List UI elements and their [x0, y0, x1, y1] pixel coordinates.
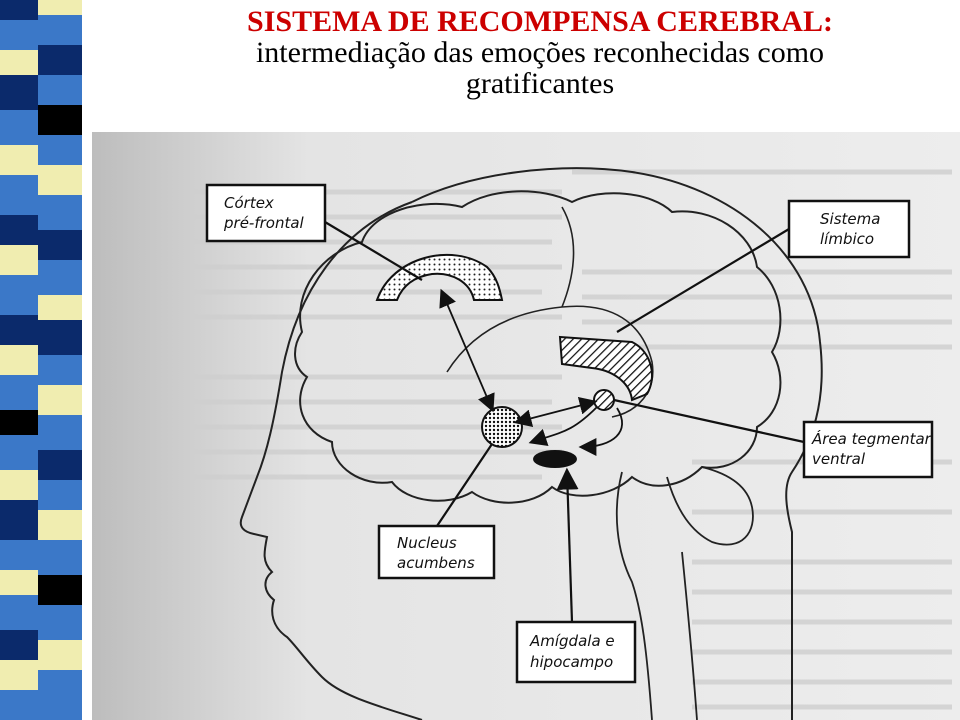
label-amygdala-line1: Amígdala e — [529, 632, 615, 650]
arrow-vta-nucleus — [513, 396, 598, 428]
arrow-nucleus-cortex — [439, 288, 495, 413]
brainstem-right — [681, 551, 698, 720]
slide-title: SISTEMA DE RECOMPENSA CEREBRAL: intermed… — [140, 6, 940, 100]
label-nucleus-line1: Nucleus — [397, 534, 457, 552]
nucleus-accumbens-circle — [481, 406, 523, 448]
leader-limbic — [616, 228, 790, 333]
brain-outline — [294, 190, 782, 504]
amygdala-ellipse — [533, 450, 577, 468]
stripe-column-right — [38, 0, 82, 720]
label-vta: Área tegmentar ventral — [802, 420, 934, 479]
leader-cortex — [324, 221, 423, 281]
arrow-vta-amygdala-2 — [578, 407, 623, 456]
label-cortex-line2: pré-frontal — [223, 214, 305, 232]
label-limbic-line2: límbico — [820, 230, 874, 248]
title-line-3: gratificantes — [465, 67, 615, 101]
title-line-1: SISTEMA DE RECOMPENSA CEREBRAL: — [247, 5, 833, 38]
face-profile — [239, 201, 423, 720]
label-vta-line2: ventral — [812, 450, 866, 468]
label-cortex-line1: Córtex — [224, 194, 274, 212]
label-limbic-system: Sistema límbico — [787, 199, 911, 259]
label-nucleus-line2: acumbens — [397, 554, 475, 572]
label-nucleus-accumbens: Nucleus acumbens — [377, 524, 496, 580]
stripe-column-left — [0, 0, 44, 720]
brainstem-left — [615, 471, 653, 720]
cerebellum — [666, 466, 754, 546]
leader-amygdala — [556, 467, 579, 623]
limbic-hatched-shape — [558, 335, 653, 402]
brain-diagram-scan: Córtex pré-frontal Sistema límbico Área … — [92, 132, 960, 720]
label-amygdala-line2: hipocampo — [530, 653, 613, 671]
label-limbic-line1: Sistema — [820, 210, 880, 228]
label-vta-line1: Área tegmentar — [811, 429, 932, 448]
brain-fold-2 — [561, 305, 654, 418]
brain-fold-1 — [561, 206, 575, 308]
label-amygdala-hippocampus: Amígdala e hipocampo — [515, 620, 637, 684]
arrow-vta-amygdala — [528, 406, 598, 446]
title-line-2: intermediação das emoções reconhecidas c… — [255, 36, 825, 70]
head-outline-back — [411, 167, 823, 720]
leader-nucleus — [436, 443, 493, 527]
brain-diagram: Córtex pré-frontal Sistema límbico Área … — [92, 132, 960, 720]
label-cortex-prefrontal: Córtex pré-frontal — [205, 183, 327, 243]
leader-vta — [613, 398, 805, 444]
decorative-stripe — [0, 0, 88, 720]
